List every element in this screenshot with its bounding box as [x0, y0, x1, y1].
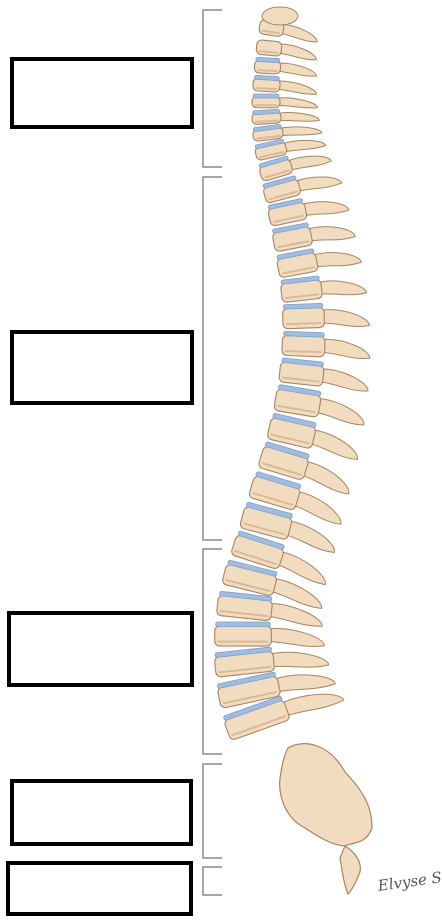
- vertebra: [215, 622, 325, 646]
- bracket-region-1: [203, 10, 222, 167]
- vertebral-body: [282, 335, 325, 357]
- vertebra-process: [317, 277, 367, 299]
- vertebra: [252, 94, 317, 108]
- intervertebral-disc: [284, 331, 325, 337]
- intervertebral-disc: [216, 622, 271, 626]
- body-shading: [285, 351, 322, 352]
- vertebral-body: [215, 626, 272, 646]
- vertebral-body: [282, 307, 324, 329]
- body-shading: [257, 70, 277, 71]
- bracket-region-2: [203, 177, 222, 540]
- vertebra: [282, 302, 369, 330]
- atlas: [262, 7, 298, 25]
- region-brackets: [203, 10, 222, 895]
- vertebra-process: [269, 648, 329, 672]
- intervertebral-disc: [254, 75, 279, 80]
- vertebra-process: [286, 149, 332, 174]
- vertebra-process: [277, 44, 318, 61]
- vertebra: [252, 107, 320, 125]
- vertebra-process: [276, 81, 317, 95]
- illustrator-signature: Elvyse Siegel: [376, 863, 442, 895]
- vertebra-process: [320, 308, 369, 328]
- vertebra-process: [300, 195, 349, 220]
- vertebra-process: [306, 220, 355, 245]
- sacrum-coccyx: [280, 744, 372, 894]
- coccyx: [340, 846, 360, 894]
- vertebra-process: [277, 110, 320, 123]
- vertebral-column: [214, 7, 371, 741]
- vertebra-process: [278, 123, 321, 138]
- bracket-region-4: [203, 764, 222, 858]
- intervertebral-disc: [283, 303, 323, 309]
- bracket-region-5: [203, 867, 222, 895]
- vertebra-process: [320, 339, 370, 359]
- vertebra-process: [312, 246, 362, 272]
- body-shading: [286, 323, 321, 324]
- intervertebral-disc: [256, 57, 280, 62]
- vertebra: [254, 57, 317, 76]
- body-shading: [256, 88, 277, 89]
- vertebra-process: [281, 134, 326, 155]
- vertebra: [256, 40, 318, 61]
- vertebra-process: [294, 169, 342, 195]
- vertebra-process: [273, 667, 335, 697]
- vertebra-process: [307, 429, 361, 460]
- vertebra-process: [318, 368, 370, 391]
- vertebra-process: [267, 629, 324, 647]
- vertebra-process: [276, 98, 317, 108]
- vertebra: [253, 75, 318, 94]
- bracket-region-3: [203, 549, 222, 754]
- sacrum: [280, 744, 372, 846]
- intervertebral-disc: [253, 94, 279, 98]
- vertebra: [282, 331, 371, 359]
- vertebra-process: [314, 398, 367, 426]
- vertebra-process: [278, 24, 319, 43]
- vertebral-body: [256, 40, 282, 57]
- vertebra-process: [276, 63, 317, 77]
